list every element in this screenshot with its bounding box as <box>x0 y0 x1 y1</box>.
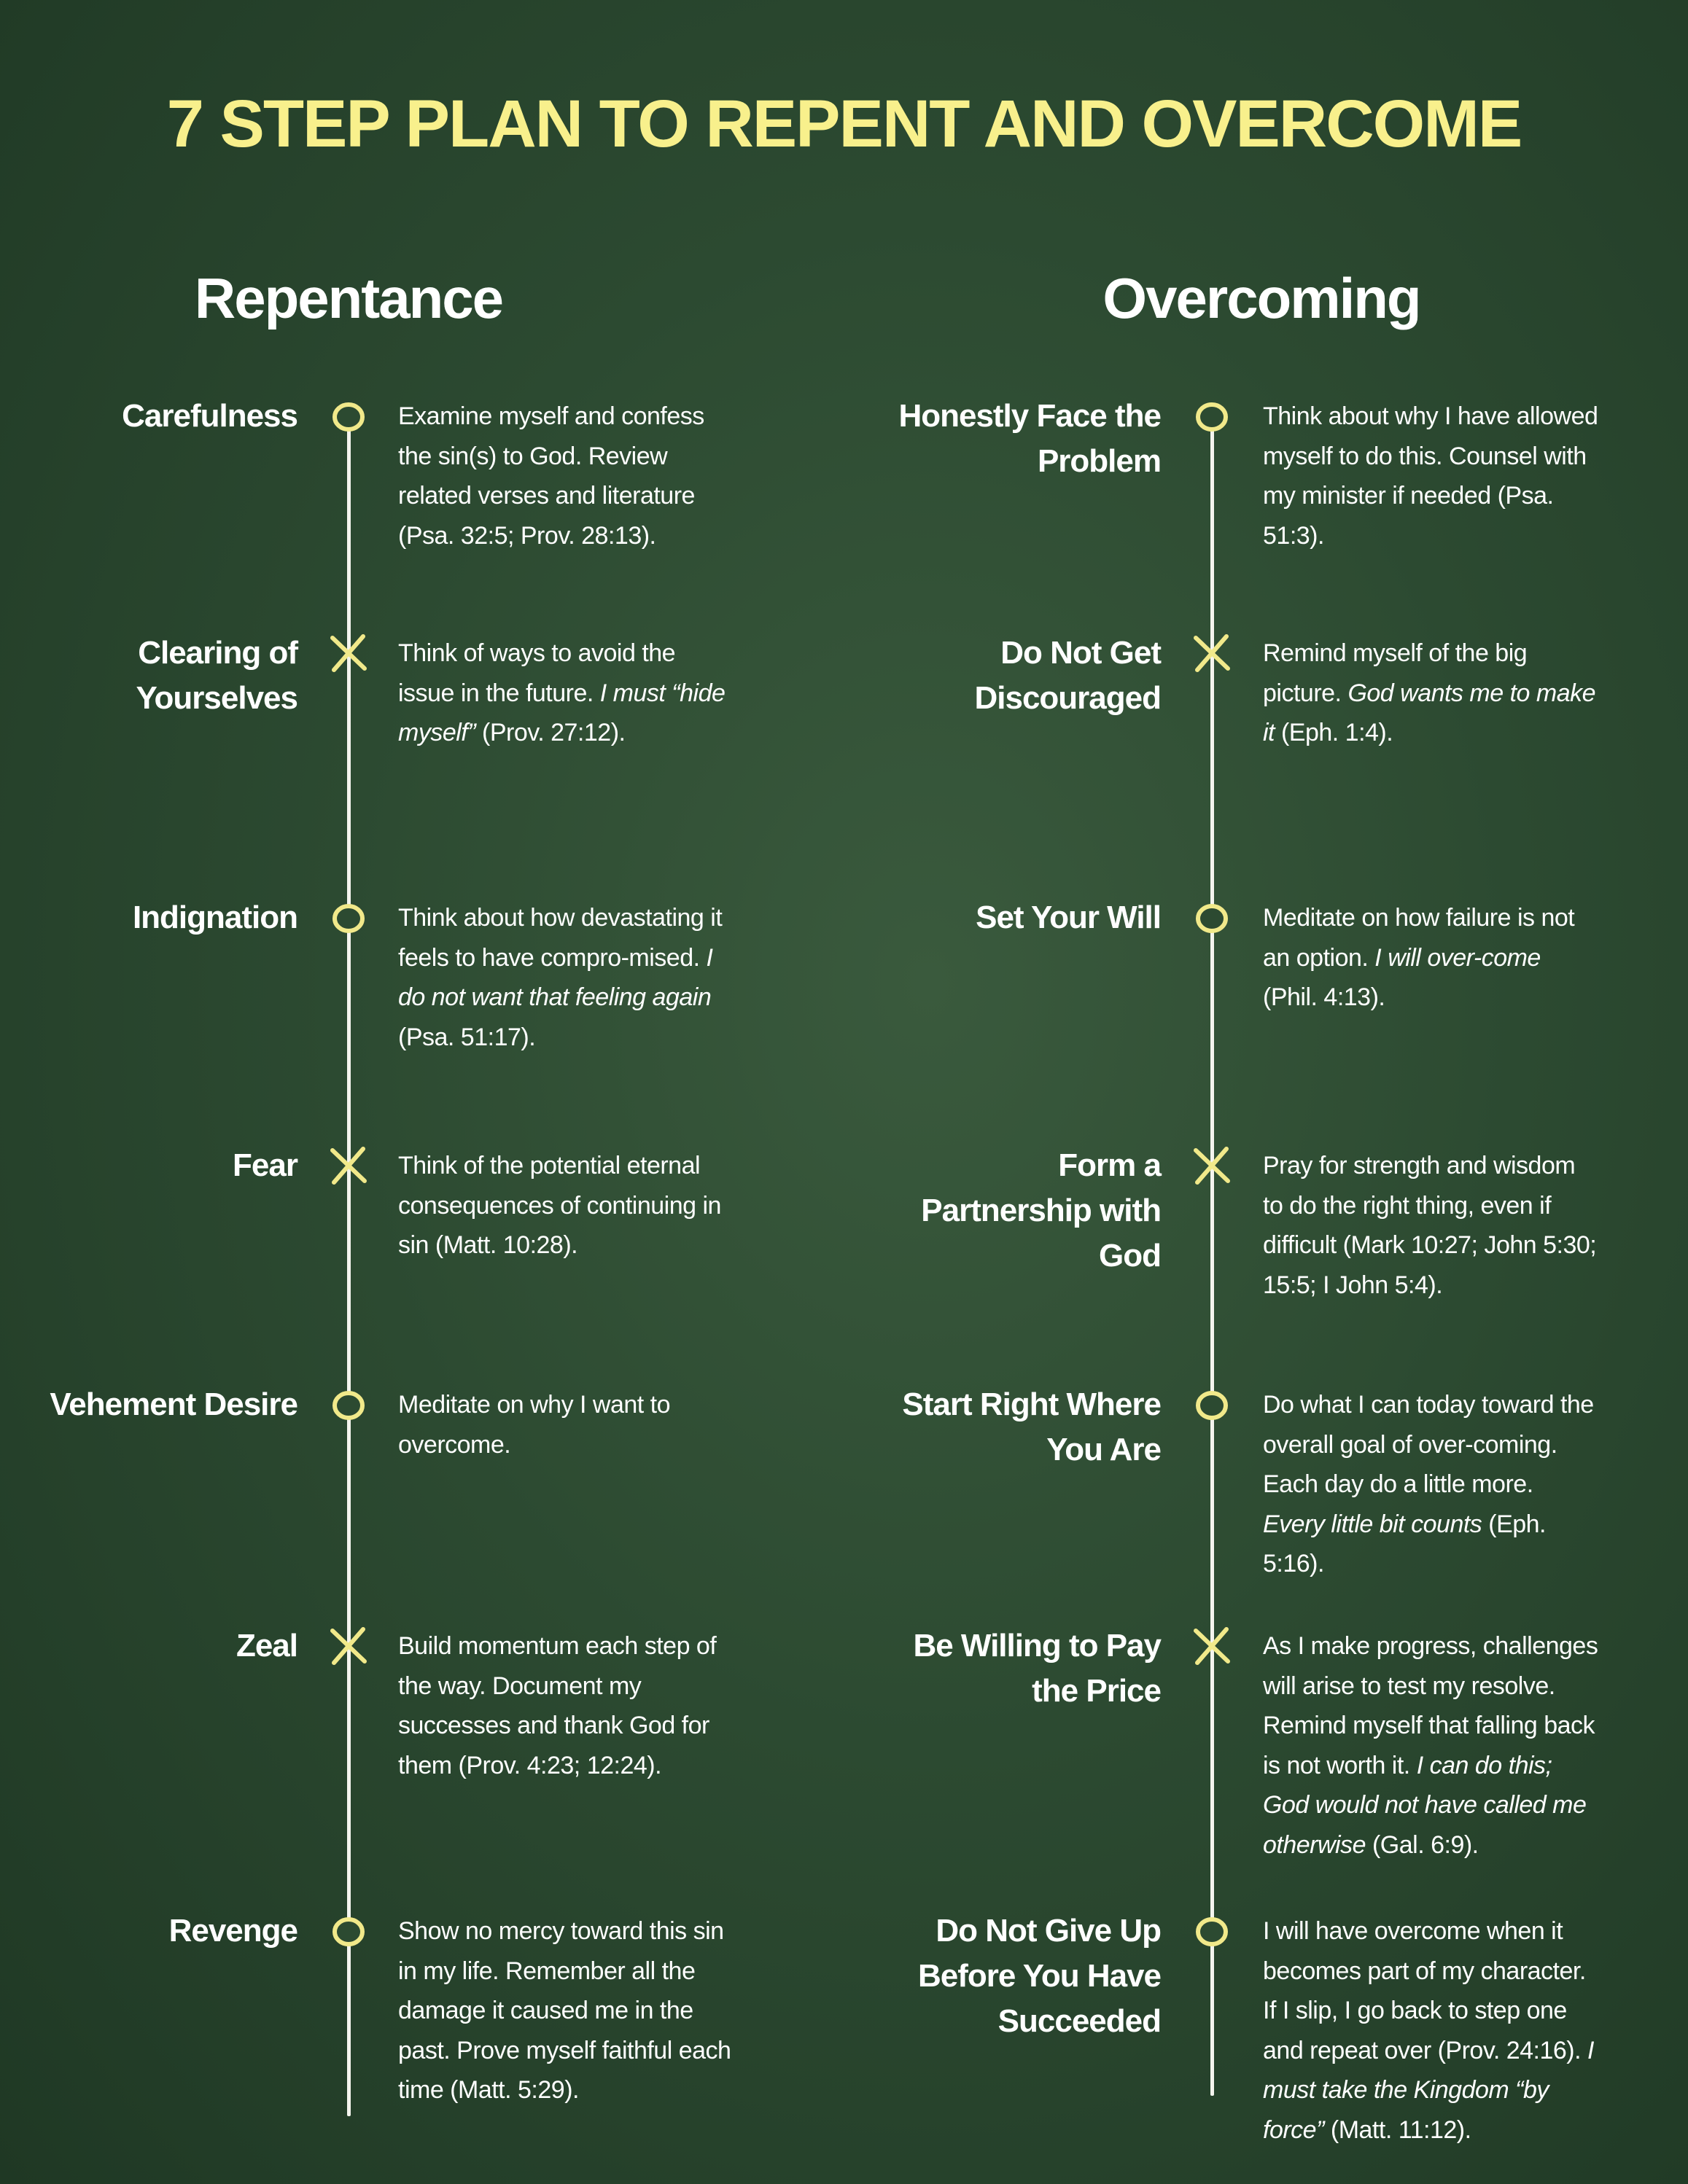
step-description: As I make progress, challenges will aris… <box>1263 1626 1598 1865</box>
step-description: Build momentum each step of the way. Doc… <box>398 1626 734 1785</box>
circle-icon <box>327 897 370 940</box>
emphasis-text: I can do this; God would not have called… <box>1263 1751 1587 1859</box>
description-text: Do what I can today toward the overall g… <box>1263 1391 1594 1498</box>
step-label: Indignation <box>132 900 298 935</box>
step-description: Meditate on why I want to overcome. <box>398 1385 734 1465</box>
description-text: (Eph. 1:4). <box>1275 719 1393 746</box>
x-icon <box>327 1625 370 1669</box>
description-text: Remind myself of the big picture. <box>1263 639 1528 707</box>
step-label: Set Your Will <box>976 900 1162 935</box>
circle-icon <box>327 1384 370 1427</box>
step-label: Start Right Where You Are <box>902 1387 1162 1467</box>
description-text: (Prov. 27:12). <box>475 719 626 746</box>
step-label: Revenge <box>168 1913 298 1949</box>
description-text: Show no mercy toward this sin in my life… <box>398 1917 731 2104</box>
description-text: Build momentum each step of the way. Doc… <box>398 1632 717 1779</box>
timeline-line <box>347 419 351 2116</box>
step-description: I will have overcome when it becomes par… <box>1263 1911 1598 2150</box>
circle-icon <box>1190 897 1234 940</box>
step-label: Carefulness <box>122 398 298 434</box>
x-icon <box>327 632 370 676</box>
step-description: Think of the potential eternal consequen… <box>398 1146 734 1265</box>
description-text: Think of ways to avoid the issue in the … <box>398 639 676 707</box>
circle-icon <box>1190 1910 1234 1954</box>
emphasis-text: I must “hide myself” <box>398 679 726 747</box>
overcoming-heading: Overcoming <box>1102 266 1421 330</box>
emphasis-text: Every little bit counts <box>1263 1510 1482 1538</box>
x-icon <box>1190 1625 1234 1669</box>
step-description: Meditate on how failure is not an option… <box>1263 898 1598 1018</box>
description-text: Meditate on why I want to overcome. <box>398 1391 671 1459</box>
emphasis-text: I must take the Kingdom “by force” <box>1263 2036 1594 2144</box>
step-description: Think about how devastating it feels to … <box>398 898 734 1057</box>
description-text: (Eph. 5:16). <box>1263 1510 1547 1578</box>
page-title: 7 STEP PLAN TO REPENT AND OVERCOME <box>166 87 1523 161</box>
description-text: I will have overcome when it becomes par… <box>1263 1917 1588 2064</box>
step-description: Remind myself of the big picture. God wa… <box>1263 633 1598 753</box>
step-label: Vehement Desire <box>50 1387 298 1422</box>
step-label: Be Willing to Pay the Price <box>913 1628 1162 1709</box>
circle-icon <box>327 1910 370 1954</box>
description-text: Meditate on how failure is not an option… <box>1263 904 1575 972</box>
circle-icon <box>327 395 370 439</box>
step-label: Form a Partnership with God <box>921 1147 1162 1274</box>
description-text: Examine myself and confess the sin(s) to… <box>398 402 704 550</box>
repentance-heading: Repentance <box>194 266 504 330</box>
step-description: Do what I can today toward the overall g… <box>1263 1385 1598 1584</box>
circle-icon <box>1190 395 1234 439</box>
step-label: Do Not Get Discouraged <box>974 635 1162 716</box>
timeline-line <box>1210 419 1214 2096</box>
description-text: As I make progress, challenges will aris… <box>1263 1632 1598 1779</box>
description-text: Think of the potential eternal consequen… <box>398 1152 721 1259</box>
step-description: Think of ways to avoid the issue in the … <box>398 633 734 753</box>
step-description: Examine myself and confess the sin(s) to… <box>398 397 734 555</box>
x-icon <box>327 1144 370 1188</box>
step-description: Pray for strength and wisdom to do the r… <box>1263 1146 1598 1305</box>
step-description: Think about why I have allowed myself to… <box>1263 397 1598 555</box>
emphasis-text: I will over-come <box>1374 943 1541 972</box>
step-label: Zeal <box>236 1628 298 1664</box>
description-text: (Matt. 11:12). <box>1323 2115 1471 2144</box>
step-label: Fear <box>233 1147 298 1183</box>
step-label: Clearing of Yourselves <box>136 635 298 716</box>
description-text: (Gal. 6:9). <box>1366 1830 1479 1859</box>
description-text: Think about why I have allowed myself to… <box>1263 402 1598 550</box>
description-text: (Psa. 51:17). <box>398 1023 536 1051</box>
emphasis-text: I do not want that feeling again <box>398 943 713 1012</box>
description-text: Think about how devastating it feels to … <box>398 904 723 972</box>
step-label: Do Not Give Up Before You Have Succeeded <box>917 1913 1162 2039</box>
x-icon <box>1190 632 1234 676</box>
description-text: (Phil. 4:13). <box>1263 983 1385 1011</box>
step-description: Show no mercy toward this sin in my life… <box>398 1911 734 2110</box>
circle-icon <box>1190 1384 1234 1427</box>
emphasis-text: God wants me to make it <box>1263 679 1596 747</box>
description-text: Pray for strength and wisdom to do the r… <box>1263 1152 1597 1299</box>
x-icon <box>1190 1144 1234 1188</box>
step-label: Honestly Face the Problem <box>898 398 1162 479</box>
